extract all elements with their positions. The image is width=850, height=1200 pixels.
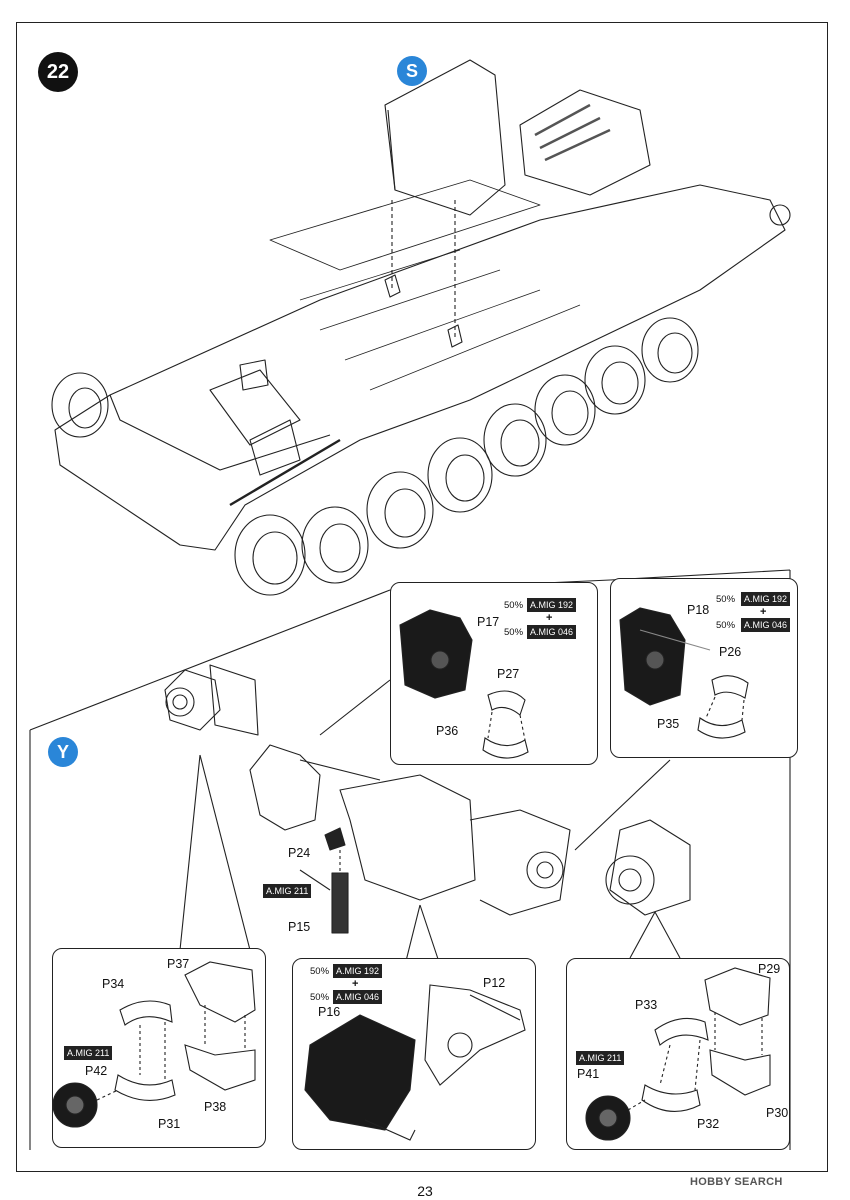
- label-p12: P12: [483, 976, 506, 990]
- label-p30: P30: [766, 1106, 789, 1120]
- marker-y-badge: Y: [48, 737, 78, 767]
- page-number: 23: [417, 1183, 433, 1199]
- marker-s-badge: S: [397, 56, 427, 86]
- label-p18: P18: [687, 603, 710, 617]
- label-p36: P36: [436, 724, 459, 738]
- pct-center-1: 50%: [310, 966, 330, 977]
- label-p24: P24: [288, 846, 311, 860]
- plus-p18: +: [760, 606, 767, 618]
- label-p33: P33: [635, 998, 658, 1012]
- label-p32: P32: [697, 1117, 720, 1131]
- instruction-sheet-frame: [16, 22, 828, 1172]
- pct-center-2: 50%: [310, 992, 330, 1003]
- label-p38: P38: [204, 1100, 227, 1114]
- plus-center: +: [352, 978, 359, 990]
- pct-p17-2: 50%: [504, 627, 524, 638]
- step-number-badge: 22: [38, 52, 78, 92]
- label-p17: P17: [477, 615, 500, 629]
- label-p29: P29: [758, 962, 781, 976]
- label-p15: P15: [288, 920, 311, 934]
- plus-p17: +: [546, 612, 553, 624]
- paint-p42: A.MIG 211: [64, 1046, 113, 1060]
- pct-p18-2: 50%: [716, 620, 736, 631]
- watermark-text: HOBBY SEARCH: [690, 1176, 783, 1188]
- paint-center-2: A.MIG 046: [333, 990, 383, 1004]
- label-p42: P42: [85, 1064, 108, 1078]
- label-p35: P35: [657, 717, 680, 731]
- paint-p18-1: A.MIG 192: [741, 592, 791, 606]
- label-p41: P41: [577, 1067, 600, 1081]
- paint-p17-1: A.MIG 192: [527, 598, 577, 612]
- label-p31: P31: [158, 1117, 181, 1131]
- label-p37: P37: [167, 957, 190, 971]
- paint-center-1: A.MIG 192: [333, 964, 383, 978]
- paint-p41: A.MIG 211: [576, 1051, 625, 1065]
- label-p26: P26: [719, 645, 742, 659]
- paint-p17-2: A.MIG 046: [527, 625, 577, 639]
- label-p16: P16: [318, 1005, 341, 1019]
- paint-p15: A.MIG 211: [263, 884, 312, 898]
- pct-p17-1: 50%: [504, 600, 524, 611]
- label-p34: P34: [102, 977, 125, 991]
- pct-p18-1: 50%: [716, 594, 736, 605]
- label-p27: P27: [497, 667, 520, 681]
- paint-p18-2: A.MIG 046: [741, 618, 791, 632]
